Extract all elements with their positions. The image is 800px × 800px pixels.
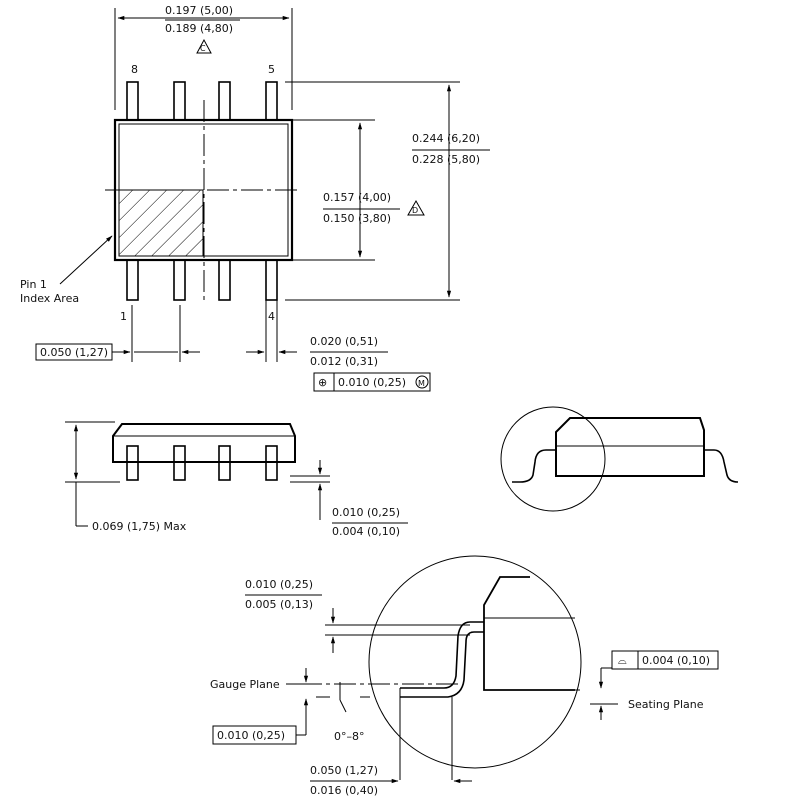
- body-width-min: 0.189 (4,80): [165, 22, 233, 35]
- pin-label-1: 1: [120, 310, 127, 323]
- body-width-max: 0.197 (5,00): [165, 4, 233, 17]
- side-view: 0.069 (1,75) Max 0.010 (0,25) 0.004 (0,1…: [65, 421, 408, 538]
- side-leads: [126, 445, 278, 481]
- gauge-plane-label: Gauge Plane: [210, 678, 280, 691]
- total-width-max: 0.244 (6,20): [412, 132, 480, 145]
- position-tolerance-frame: ⊕ 0.010 (0,25) M: [313, 372, 431, 392]
- gauge-offset-value: 0.010 (0,25): [217, 729, 285, 742]
- coplanarity-symbol: ⌓: [618, 654, 627, 667]
- standoff-min: 0.004 (0,10): [332, 525, 400, 538]
- total-width-min: 0.228 (5,80): [412, 153, 480, 166]
- end-view: [500, 406, 739, 512]
- detail-circle: [368, 555, 582, 769]
- lead-thickness-max: 0.010 (0,25): [245, 578, 313, 591]
- foot-length-min: 0.016 (0,40): [310, 784, 378, 797]
- top-view: 8 5 1 4 0.197 (5,00) 0.189 (4,80) C 0.24…: [20, 4, 490, 392]
- pin1-index-area: [118, 189, 204, 257]
- foot-length-max: 0.050 (1,27): [310, 764, 378, 777]
- pin1-index-label-line1: Pin 1: [20, 278, 47, 291]
- top-leads: [126, 81, 278, 121]
- bottom-leads: [126, 259, 278, 301]
- position-symbol: ⊕: [318, 376, 327, 389]
- note-c: C: [200, 44, 206, 53]
- lead-angle: 0°–8°: [334, 730, 365, 743]
- lead-width-min: 0.012 (0,31): [310, 355, 378, 368]
- pin-label-4: 4: [268, 310, 275, 323]
- pin1-index-label-line2: Index Area: [20, 292, 79, 305]
- lead-width-max: 0.020 (0,51): [310, 335, 378, 348]
- seating-plane-label: Seating Plane: [628, 698, 704, 711]
- pin-label-8: 8: [131, 63, 138, 76]
- detail-view: 0.010 (0,25) 0.005 (0,13) Gauge Plane 0.…: [210, 555, 719, 797]
- lead-thickness-min: 0.005 (0,13): [245, 598, 313, 611]
- mmc-modifier: M: [418, 379, 425, 388]
- standoff-max: 0.010 (0,25): [332, 506, 400, 519]
- pin-label-5: 5: [268, 63, 275, 76]
- height-max: 0.069 (1,75) Max: [92, 520, 187, 533]
- coplanarity-value: 0.004 (0,10): [642, 654, 710, 667]
- note-d: D: [412, 206, 418, 215]
- detail-callout-circle: [500, 406, 606, 512]
- pitch-value: 0.050 (1,27): [40, 346, 108, 359]
- body-length-max: 0.157 (4,00): [323, 191, 391, 204]
- position-tolerance-value: 0.010 (0,25): [338, 376, 406, 389]
- body-length-min: 0.150 (3,80): [323, 212, 391, 225]
